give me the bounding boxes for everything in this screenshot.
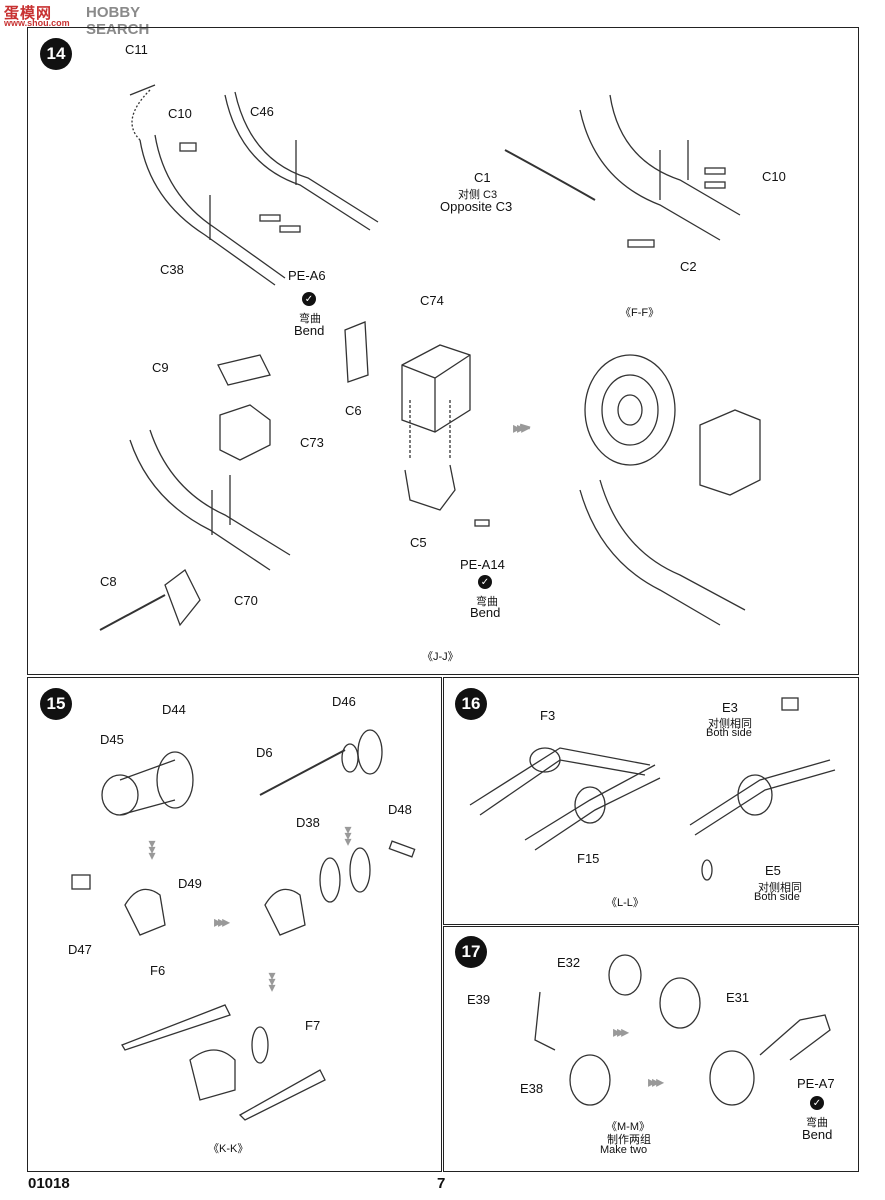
bend-icon: ✓	[810, 1096, 824, 1110]
both-side-en: Both side	[754, 891, 800, 903]
bend-label-cn: 弯曲	[476, 596, 498, 608]
watermark-brand: HOBBY SEARCH	[86, 4, 150, 38]
step-arrow-right: ▸▸▸	[648, 1074, 664, 1091]
part-label-c70: C70	[234, 593, 258, 608]
bend-label-en: Bend	[470, 605, 501, 620]
part-label-f15: F15	[577, 851, 600, 866]
axle-parts-step-16	[469, 697, 836, 881]
bend-icon: ✓	[302, 292, 316, 306]
frame-assembly-top-right	[504, 94, 741, 248]
both-side-cn: 对侧相同	[708, 718, 752, 730]
bend-label-cn: 弯曲	[806, 1117, 828, 1129]
watermark: 蛋模网 HOBBY SEARCH www.shou.com	[0, 0, 200, 38]
frame-assembly-top-left	[129, 84, 379, 286]
opposite-c3-cn: 对侧 C3	[458, 189, 498, 201]
part-label-c38: C38	[160, 262, 184, 277]
part-label-d38: D38	[296, 815, 320, 830]
part-label-e3: E3	[722, 700, 738, 715]
part-label-f6: F6	[150, 963, 166, 978]
watermark-url: www.shou.com	[4, 18, 70, 28]
step-arrow-down: ▾▾▾	[268, 967, 276, 995]
both-side-cn: 对侧相同	[758, 882, 802, 894]
part-label-e39: E39	[467, 992, 491, 1007]
bend-label-cn: 弯曲	[299, 313, 321, 325]
part-label-pe-a7: PE-A7	[797, 1076, 835, 1091]
make-two-en: Make two	[600, 1144, 648, 1156]
part-label-c74: C74	[420, 293, 444, 308]
step-number-14: 14	[40, 38, 72, 70]
view-label-jj: 《J-J》	[422, 651, 459, 663]
part-label-pe-a14: PE-A14	[460, 557, 505, 572]
part-label-c46: C46	[250, 104, 274, 119]
part-label-e31: E31	[726, 990, 750, 1005]
part-label-c73: C73	[300, 435, 324, 450]
step-number-15: 15	[40, 688, 72, 720]
step-number-16: 16	[455, 688, 487, 720]
step-arrow-right: ▸▸▸	[513, 420, 529, 437]
hub-parts-step-17	[534, 954, 831, 1106]
part-label-d44: D44	[162, 702, 186, 717]
step-14-panel	[27, 27, 859, 675]
step-arrow-down: ▾▾▾	[344, 821, 352, 849]
part-label-d6: D6	[256, 745, 273, 760]
watermark-logo: 蛋模网	[4, 5, 53, 22]
part-label-c10: C10	[168, 106, 192, 121]
view-label-kk: 《K-K》	[208, 1143, 249, 1155]
step-arrow-right: ▸▸▸	[214, 914, 230, 931]
step-arrow-right: ▸▸▸	[613, 1024, 629, 1041]
part-label-pe-a6: PE-A6	[288, 268, 326, 283]
part-label-d49: D49	[178, 876, 202, 891]
make-two-cn: 制作两组	[607, 1134, 651, 1146]
view-label-mm: 《M-M》	[606, 1121, 650, 1133]
part-label-c11: C11	[125, 42, 148, 57]
step-number-17: 17	[455, 936, 487, 968]
view-label-ff: 《F-F》	[620, 307, 660, 319]
footer-page-number: 7	[437, 1175, 446, 1192]
part-label-d45: D45	[100, 732, 124, 747]
part-label-d47: D47	[68, 942, 92, 957]
part-label-e32: E32	[557, 955, 581, 970]
step-17-panel	[443, 926, 859, 1172]
axle-parts-step-15	[71, 729, 416, 1121]
both-side-en: Both side	[706, 727, 752, 739]
bend-label-en: Bend	[294, 323, 325, 338]
bend-label-en: Bend	[802, 1127, 833, 1142]
part-label-c5: C5	[410, 535, 427, 550]
frame-assembly-bottom-left	[99, 354, 291, 631]
part-label-c2: C2	[680, 259, 697, 274]
footer-product-code: 01018	[28, 1175, 70, 1192]
part-label-e38: E38	[520, 1081, 544, 1096]
part-label-c10-right: C10	[762, 169, 786, 184]
step-15-panel	[27, 677, 442, 1172]
part-label-e5: E5	[765, 863, 781, 878]
opposite-c3-en: Opposite C3	[440, 199, 513, 214]
part-label-c9: C9	[152, 360, 169, 375]
toolbox-assembly-center	[344, 321, 490, 527]
step-16-panel	[443, 677, 859, 925]
part-label-c1: C1	[474, 170, 491, 185]
bend-icon: ✓	[478, 575, 492, 589]
part-label-f3: F3	[540, 708, 556, 723]
part-label-c6: C6	[345, 403, 362, 418]
step-arrow-down: ▾▾▾	[148, 835, 156, 863]
part-label-f7: F7	[305, 1018, 321, 1033]
spare-wheel-assembly	[519, 354, 761, 626]
part-label-c8: C8	[100, 574, 117, 589]
part-label-d48: D48	[388, 802, 412, 817]
part-label-d46: D46	[332, 694, 356, 709]
view-label-ll: 《L-L》	[606, 897, 644, 909]
